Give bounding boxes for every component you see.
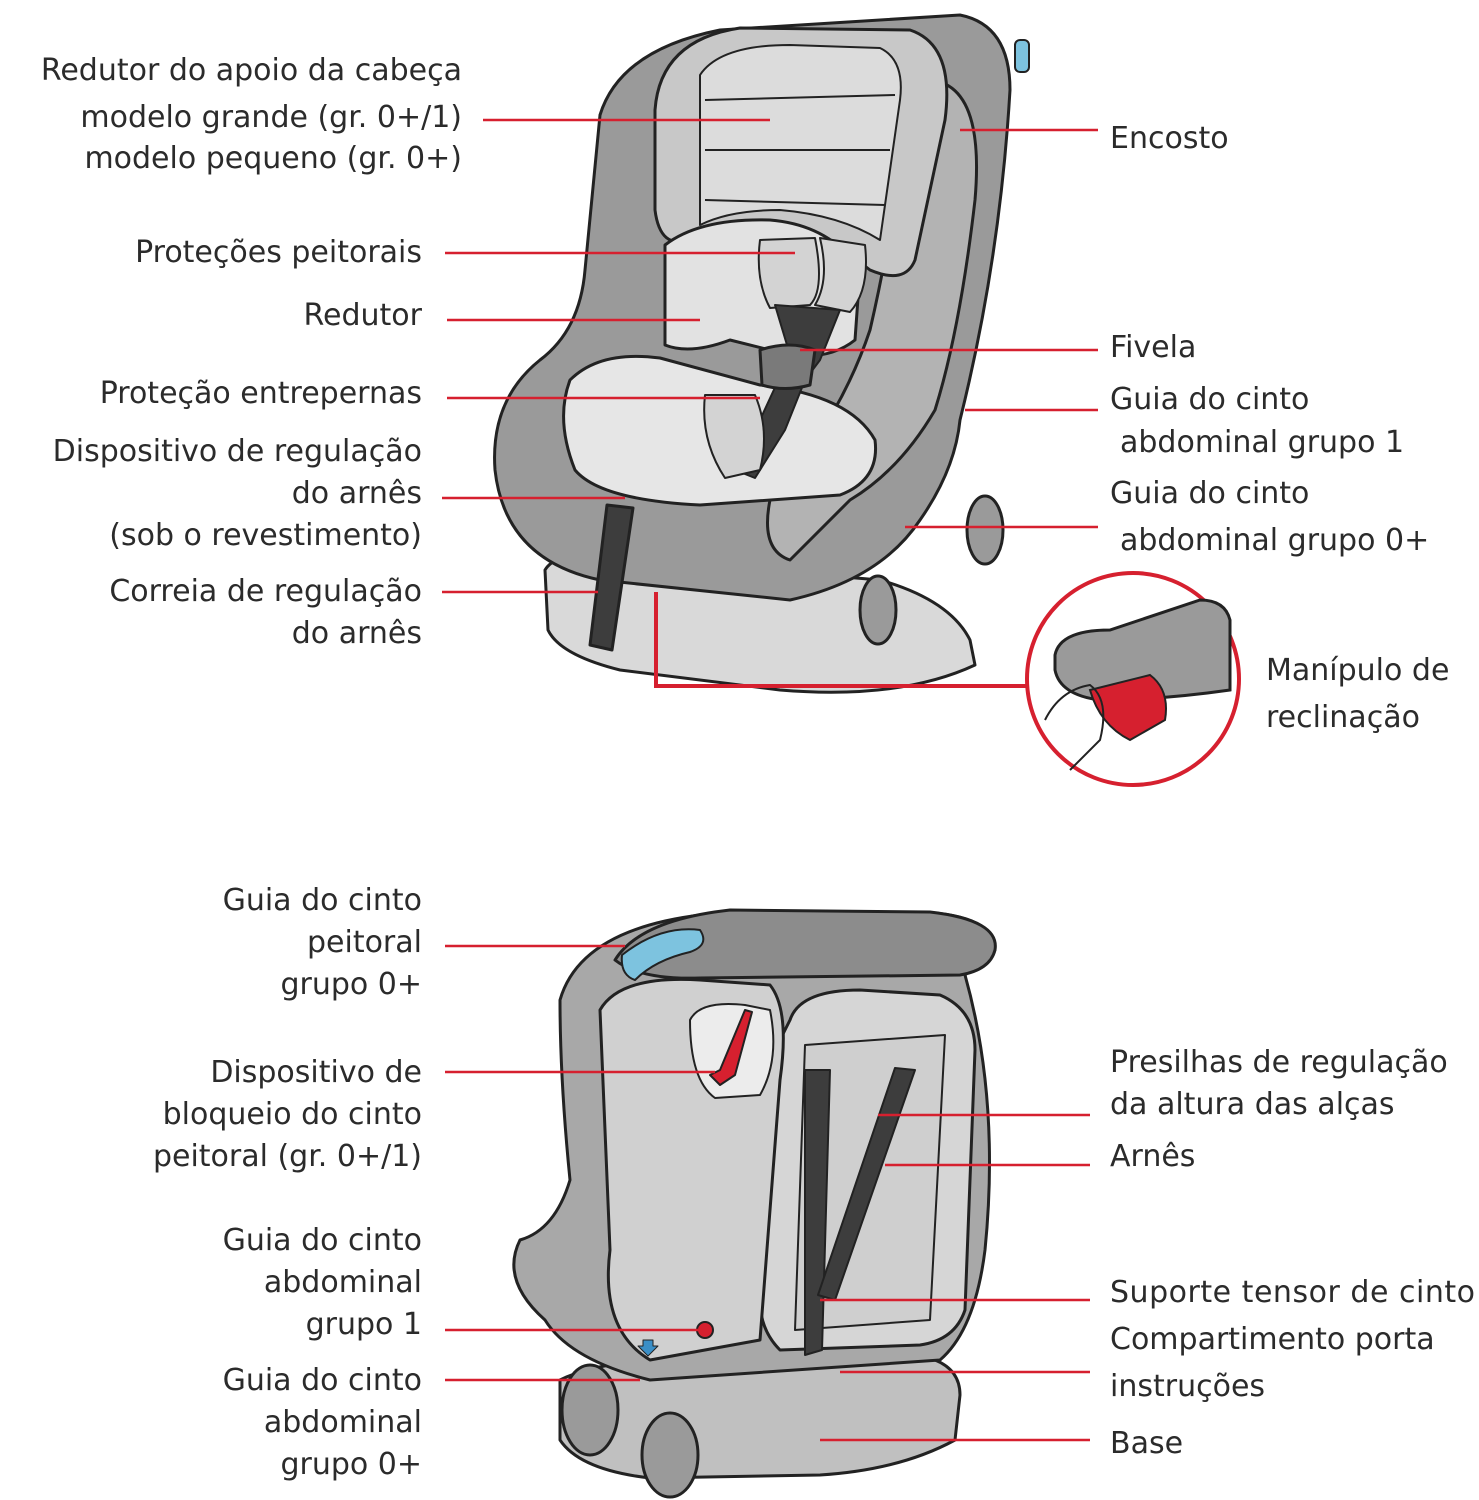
label-headrest-3: modelo pequeno (gr. 0+): [84, 141, 462, 176]
label-manual-2: instruções: [1110, 1369, 1265, 1404]
label-lap-guide-g0-2: abdominal grupo 0+: [1120, 523, 1429, 558]
label-back-chest-guide-3: grupo 0+: [280, 967, 422, 1002]
label-recline-1: Manípulo de: [1266, 653, 1449, 688]
front-seat-illustration: [493, 13, 1030, 694]
label-back-lock-3: peitoral (gr. 0+/1): [153, 1139, 422, 1174]
label-buckle: Fivela: [1110, 330, 1196, 365]
callout-labels: Redutor do apoio da cabeça modelo grande …: [41, 53, 1475, 1482]
label-harness-adjuster-1: Dispositivo de regulação: [53, 434, 422, 469]
label-headrest-2: modelo grande (gr. 0+/1): [80, 100, 462, 135]
label-harness-strap-1: Correia de regulação: [109, 574, 422, 609]
label-back-lap-g0-2: abdominal: [264, 1405, 422, 1440]
label-harness-adjuster-2: do arnês: [292, 476, 422, 511]
back-base: [558, 1358, 962, 1480]
label-lap-guide-g0-1: Guia do cinto: [1110, 476, 1309, 511]
back-blue-arrow: [637, 1339, 659, 1357]
label-manual-1: Compartimento porta: [1110, 1322, 1435, 1357]
label-back-lap-g0-3: grupo 0+: [280, 1447, 422, 1482]
label-crotch-pad: Proteção entrepernas: [100, 376, 422, 411]
label-back-lock-2: bloqueio do cinto: [163, 1097, 422, 1132]
label-harness-adjuster-3: (sob o revestimento): [109, 518, 422, 553]
front-buckle: [758, 343, 817, 390]
leader-lines: [442, 118, 1098, 1442]
label-back-lap-g1-2: abdominal: [264, 1265, 422, 1300]
label-reducer: Redutor: [304, 298, 423, 333]
back-top-rim: [613, 908, 997, 980]
label-back-chest-guide-1: Guia do cinto: [223, 883, 422, 918]
label-back-lap-g1-1: Guia do cinto: [223, 1223, 422, 1258]
label-back-lap-g0-1: Guia do cinto: [223, 1363, 422, 1398]
front-headrest-inner: [699, 44, 902, 241]
label-base: Base: [1110, 1426, 1183, 1461]
label-tensioner: Suporte tensor de cinto: [1110, 1275, 1475, 1310]
label-harness-strap-2: do arnês: [292, 616, 422, 651]
label-back-chest-guide-2: peitoral: [307, 925, 422, 960]
front-wheel-front: [858, 574, 898, 646]
back-blue-guide: [620, 928, 705, 981]
recline-handle-inset: [1025, 571, 1241, 787]
front-blue-tab: [1014, 39, 1030, 73]
label-height-clips-2: da altura das alças: [1110, 1087, 1395, 1122]
label-recline-2: reclinação: [1266, 700, 1420, 735]
label-lap-guide-g1-2: abdominal grupo 1: [1120, 425, 1404, 460]
back-wheel-front: [640, 1411, 700, 1499]
label-back-lock-1: Dispositivo de: [210, 1055, 422, 1090]
label-back-lap-g1-3: grupo 1: [306, 1307, 422, 1342]
label-chest-pads: Proteções peitorais: [135, 235, 422, 270]
front-adjust-strap: [588, 503, 635, 652]
label-headrest-1: Redutor do apoio da cabeça: [41, 53, 462, 88]
label-lap-guide-g1-1: Guia do cinto: [1110, 382, 1309, 417]
front-wheel-right: [965, 494, 1005, 566]
back-seat-illustration: [512, 908, 997, 1499]
back-wheel-left: [560, 1363, 620, 1457]
front-chest-pad-left: [757, 237, 820, 309]
front-crotch-pad: [703, 394, 765, 479]
back-red-lock: [709, 1009, 753, 1086]
front-chest-pad-right: [814, 237, 867, 313]
label-backrest: Encosto: [1110, 121, 1229, 156]
label-harness: Arnês: [1110, 1139, 1195, 1174]
leader-recline: [654, 592, 1028, 688]
label-height-clips-1: Presilhas de regulação: [1110, 1045, 1448, 1080]
